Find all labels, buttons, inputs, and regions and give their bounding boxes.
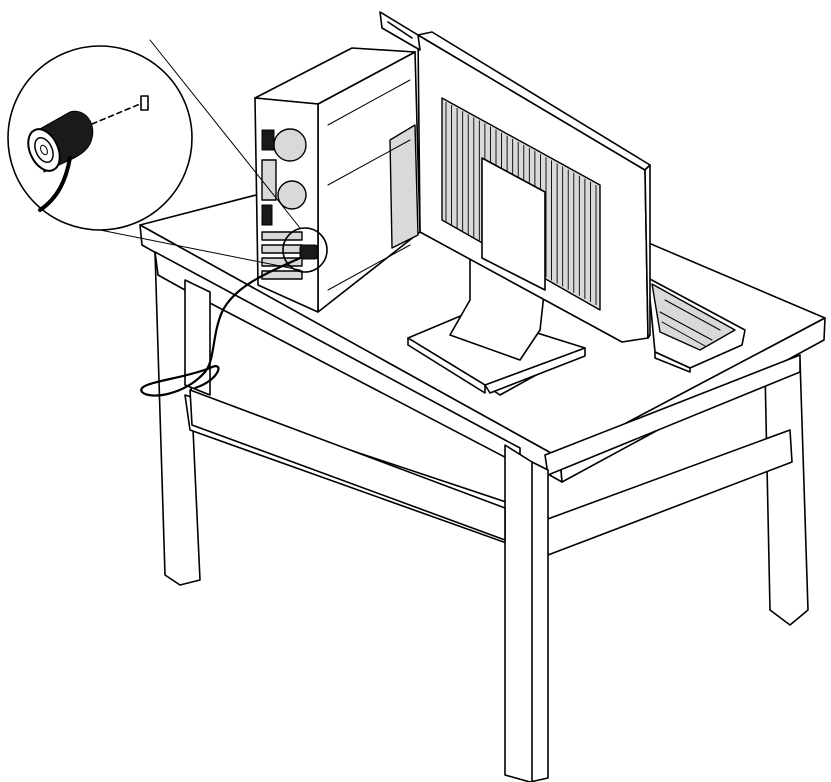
callout-circle [7,45,193,231]
lock-slot-highlight [282,227,328,273]
desk-stretcher [189,389,506,541]
lock-head [299,244,319,260]
desk [139,149,826,782]
lock-slot [140,95,149,111]
desk-leg-front-left [184,279,211,396]
desk-apron-right [544,354,801,476]
rear-fan-grille [273,128,307,162]
desk-leg-back-right [764,359,809,626]
keyboard [647,277,746,373]
cable-lock-icon [27,110,94,212]
magnified-callout [7,39,301,271]
desk-leg-front [504,444,549,782]
desktop-computer [254,47,421,313]
monitor [379,11,651,396]
security-cable [140,256,302,397]
side-vents [389,124,419,249]
